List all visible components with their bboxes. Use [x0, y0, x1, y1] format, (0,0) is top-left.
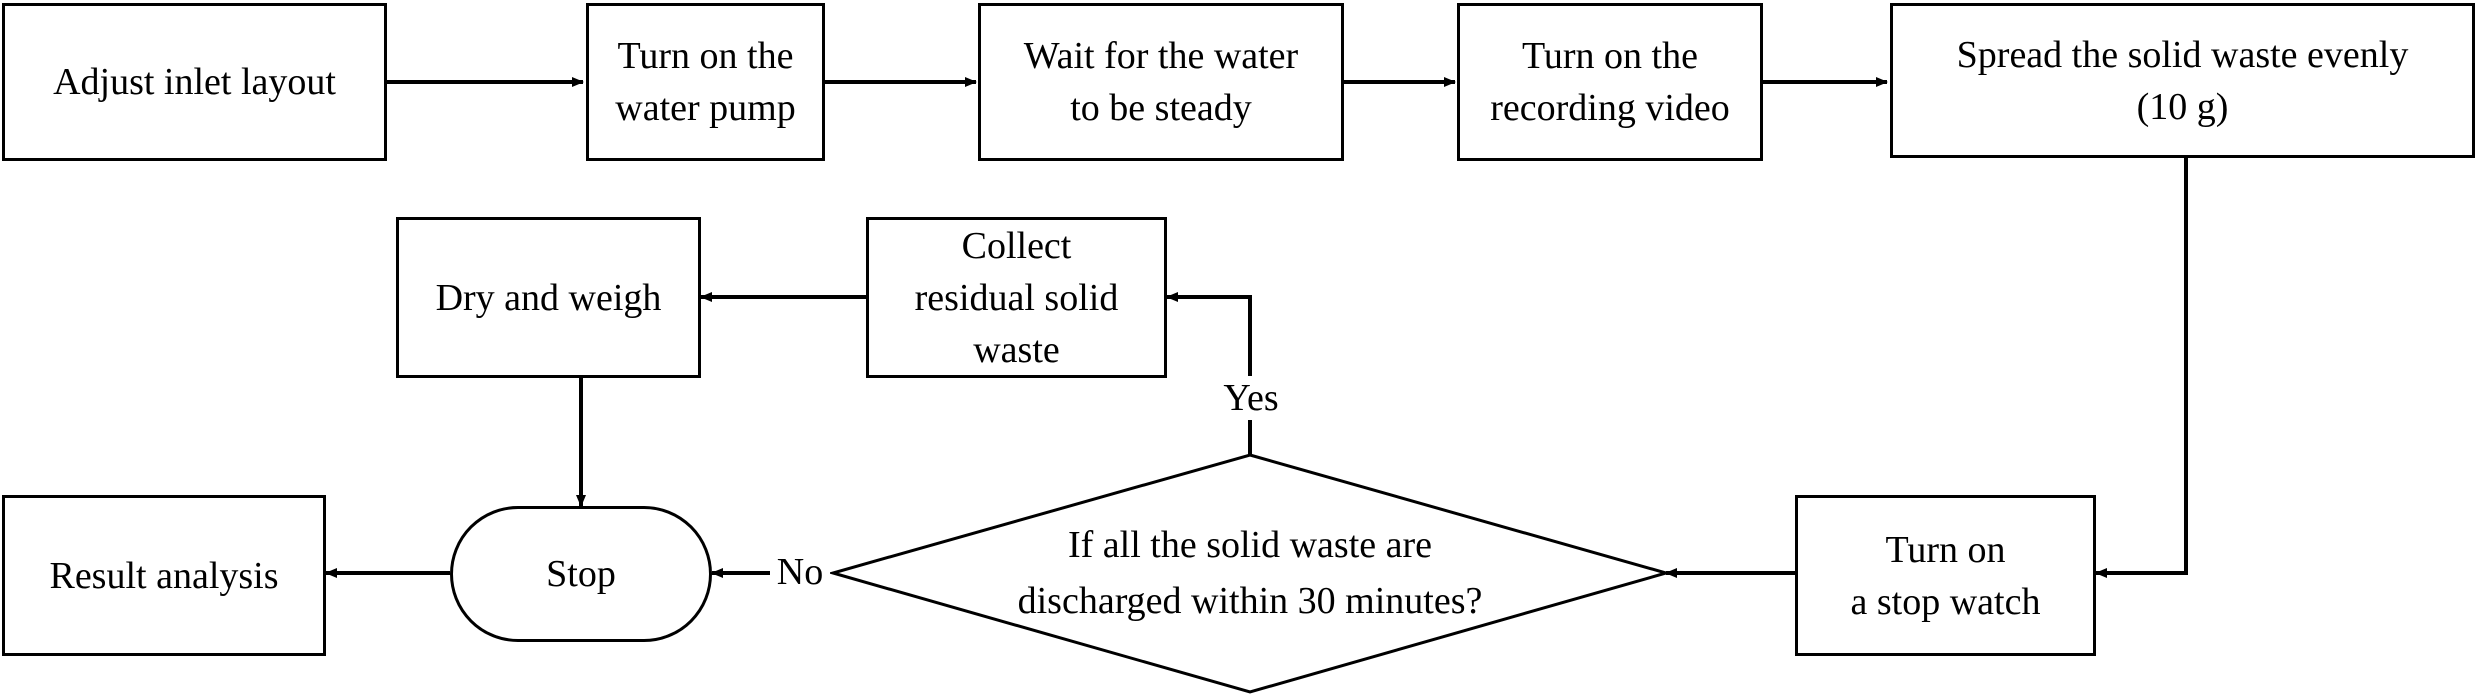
spread-waste-text: Spread the solid waste evenly (10 g) — [1956, 33, 2409, 128]
decision-diamond — [827, 453, 1672, 694]
wait-water-box: Wait for the water to be steady — [978, 3, 1344, 161]
dry-and-weigh-box: Dry and weigh — [396, 217, 701, 378]
edge-spread-to-stopwatch — [2095, 158, 2188, 578]
result-analysis-box: Result analysis — [2, 495, 326, 656]
water-pump-text: Turn on the water pump — [615, 35, 796, 129]
adjust-inlet-layout-text: Adjust inlet layout — [53, 61, 336, 103]
decision-text: If all the solid waste are discharged wi… — [1017, 524, 1483, 622]
stop-watch-box: Turn on a stop watch — [1795, 495, 2096, 656]
stop-terminal: Stop — [450, 506, 712, 642]
water-pump-box: Turn on the water pump — [586, 3, 825, 161]
spread-waste-box: Spread the solid waste evenly (10 g) — [1890, 3, 2475, 158]
recording-video-box: Turn on the recording video — [1457, 3, 1763, 161]
result-analysis-text: Result analysis — [49, 554, 279, 597]
collect-waste-box: Collect residual solid waste — [866, 217, 1167, 378]
yes-label: Yes — [1218, 376, 1284, 420]
stop-watch-text: Turn on a stop watch — [1850, 528, 2041, 623]
recording-video-text: Turn on the recording video — [1490, 35, 1730, 129]
wait-water-text: Wait for the water to be steady — [1023, 35, 1299, 129]
dry-and-weigh-text: Dry and weigh — [435, 276, 662, 319]
no-label: No — [770, 550, 830, 594]
adjust-inlet-layout-box: Adjust inlet layout — [2, 3, 387, 161]
stop-text: Stop — [546, 553, 616, 595]
collect-waste-text: Collect residual solid waste — [914, 224, 1119, 371]
